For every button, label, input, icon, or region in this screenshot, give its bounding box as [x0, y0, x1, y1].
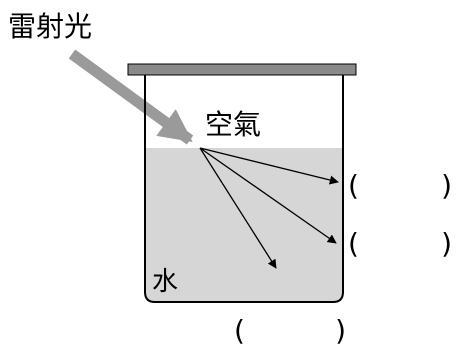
laser-beam — [68, 49, 194, 145]
refracted-ray-1 — [199, 147, 339, 185]
refracted-ray-3 — [199, 147, 277, 269]
answer-blank-1: ( ) — [348, 169, 452, 202]
water-label: 水 — [152, 267, 178, 297]
air-label: 空氣 — [205, 108, 261, 141]
beaker-outline — [144, 75, 344, 303]
laser-label: 雷射光 — [8, 10, 92, 43]
answer-blank-2: ( ) — [348, 227, 452, 260]
water-region — [145, 148, 343, 302]
beaker-lid — [127, 63, 357, 76]
refracted-ray-2 — [199, 147, 337, 244]
answer-blank-3: ( ) — [234, 314, 346, 347]
